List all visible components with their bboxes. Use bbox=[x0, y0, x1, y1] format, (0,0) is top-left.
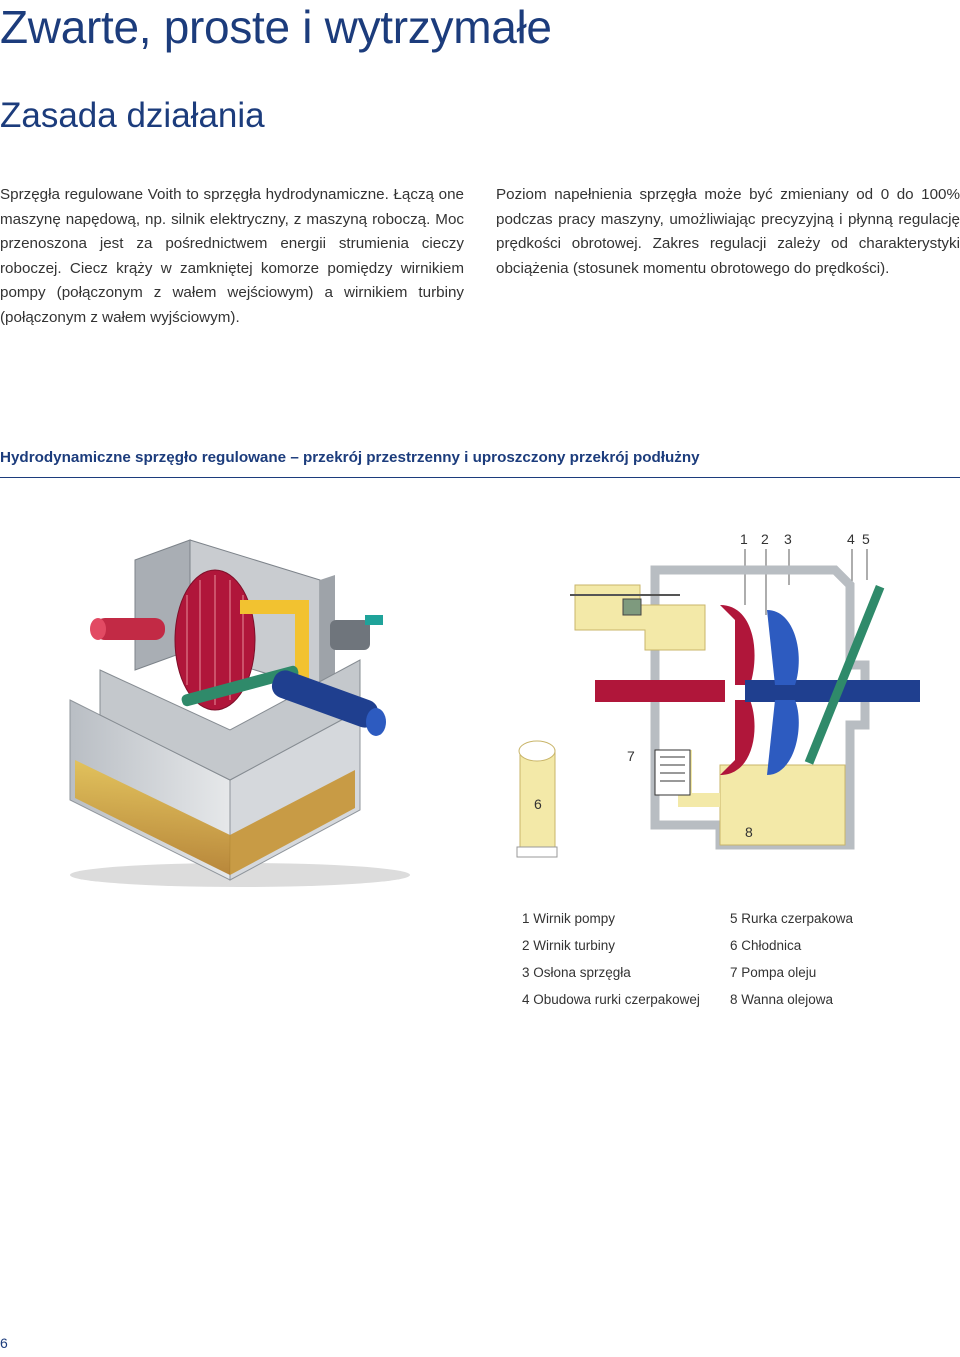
scoop-tube bbox=[804, 585, 885, 765]
intro-paragraph-left: Sprzęgła regulowane Voith to sprzęgła hy… bbox=[0, 186, 464, 326]
input-shaft-end bbox=[90, 618, 106, 640]
cooler-base bbox=[516, 846, 558, 858]
section-subtitle: Zasada działania bbox=[0, 96, 265, 135]
output-shaft bbox=[271, 670, 379, 728]
oil-line-upper bbox=[574, 584, 706, 651]
oil-sump bbox=[719, 764, 846, 846]
legend-item: 2 Wirnik turbiny bbox=[522, 938, 616, 953]
callout-3: 3 bbox=[784, 531, 792, 547]
callout-4: 4 bbox=[847, 531, 855, 547]
legend-item: 4 Obudowa rurki czerpakowej bbox=[522, 992, 700, 1007]
input-shaft bbox=[595, 680, 725, 702]
page-number: 6 bbox=[0, 1335, 8, 1351]
cooler bbox=[519, 749, 556, 851]
output-shaft-end bbox=[366, 708, 386, 736]
output-shaft bbox=[745, 680, 920, 702]
oil-sump bbox=[75, 760, 230, 875]
actuator-connector bbox=[365, 615, 383, 625]
yellow-channel-vertical bbox=[295, 600, 309, 690]
callout-8: 8 bbox=[745, 824, 753, 840]
legend-item: 1 Wirnik pompy bbox=[522, 911, 616, 926]
legend-item: 5 Rurka czerpakowa bbox=[730, 911, 854, 926]
oil-sump-side bbox=[230, 770, 355, 875]
callout-2: 2 bbox=[761, 531, 769, 547]
figure-heading: Hydrodynamiczne sprzęgło regulowane – pr… bbox=[0, 449, 700, 466]
legend-item: 6 Chłodnica bbox=[730, 938, 802, 953]
turbine-wheel-bottom bbox=[767, 700, 799, 775]
callout-7: 7 bbox=[627, 748, 635, 764]
yellow-channel bbox=[240, 600, 300, 614]
page-title: Zwarte, proste i wytrzymałe bbox=[0, 1, 552, 53]
input-shaft bbox=[95, 618, 165, 640]
oil-pump-gear-teeth bbox=[660, 756, 685, 782]
callout-5: 5 bbox=[862, 531, 870, 547]
callout-6: 6 bbox=[534, 796, 542, 812]
legend-item: 3 Osłona sprzęgła bbox=[522, 965, 631, 980]
legend-left: 1 Wirnik pompy 2 Wirnik turbiny 3 Osłona… bbox=[522, 905, 722, 1013]
casing-outline bbox=[650, 565, 870, 850]
pump-wheel-bottom bbox=[720, 700, 755, 775]
pump-wheel-blades bbox=[186, 575, 244, 705]
scoop-tube bbox=[181, 665, 299, 707]
actuator-block bbox=[622, 598, 642, 616]
coupling-cutaway-illustration bbox=[69, 539, 410, 887]
turbine-wheel-top bbox=[767, 610, 799, 685]
callout-1: 1 bbox=[740, 531, 748, 547]
pump-wheel-top bbox=[720, 605, 755, 685]
legend-right: 5 Rurka czerpakowa 6 Chłodnica 7 Pompa o… bbox=[730, 905, 930, 1013]
legend-item: 8 Wanna olejowa bbox=[730, 992, 834, 1007]
cooler-top bbox=[518, 740, 556, 762]
coupling-section-diagram: 1 2 3 4 5 7 6 8 bbox=[516, 531, 920, 858]
actuator bbox=[330, 620, 370, 650]
legend-item: 7 Pompa oleju bbox=[730, 965, 817, 980]
heading-divider bbox=[0, 477, 960, 478]
intro-paragraph-right: Poziom napełnienia sprzęgła może być zmi… bbox=[496, 186, 960, 277]
